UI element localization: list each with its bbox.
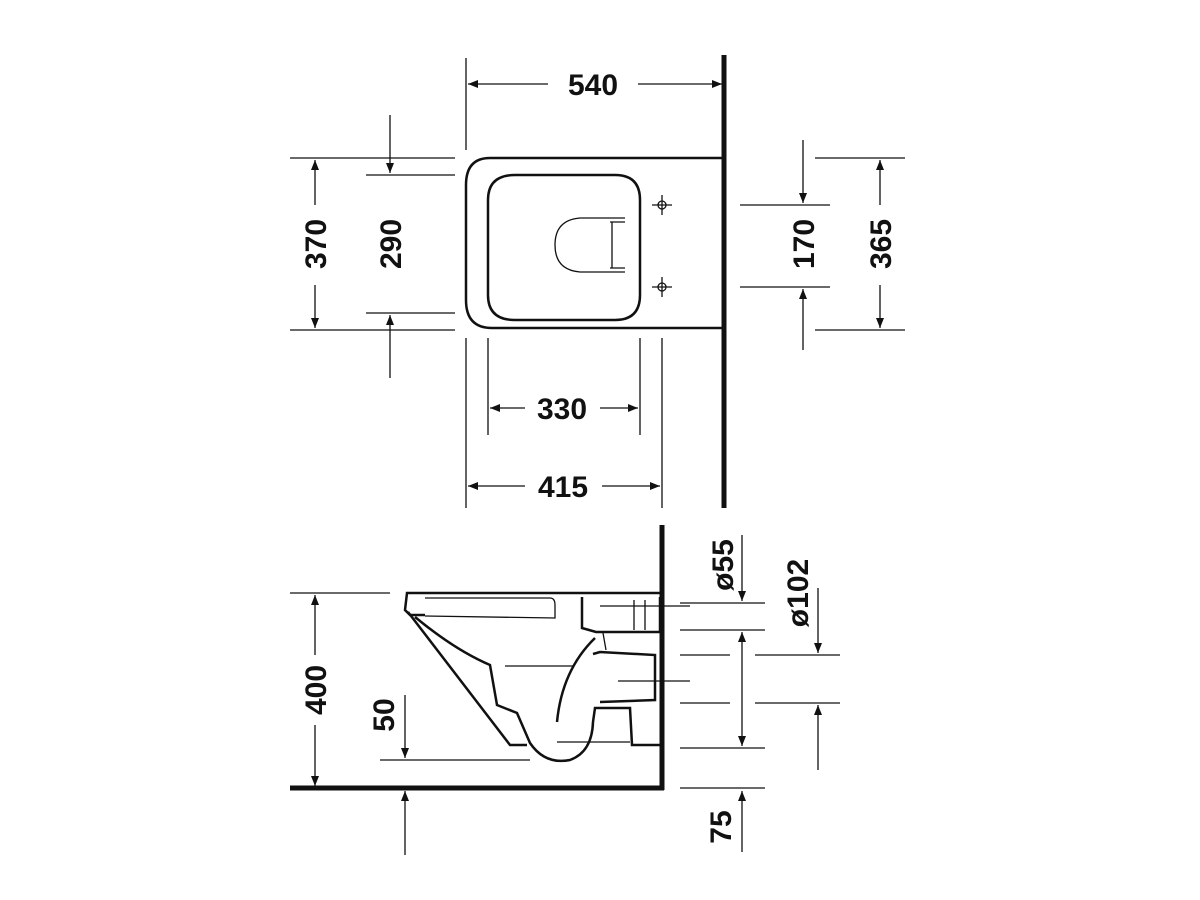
- dim-415: 415: [538, 471, 588, 504]
- flush-rim: [610, 221, 625, 269]
- dim-330: 330: [537, 393, 587, 426]
- fixing-hole-icon: [652, 277, 672, 297]
- dim-d55: ø55: [707, 539, 740, 591]
- fixing-hole-icon: [652, 195, 672, 215]
- seat-outline: [464, 156, 724, 330]
- dim-50: 50: [368, 698, 401, 731]
- dim-540: 540: [568, 69, 618, 102]
- dim-365: 365: [865, 219, 898, 269]
- toilet-profile: [403, 591, 690, 763]
- bowl-outline: [486, 173, 642, 322]
- dim-290: 290: [375, 219, 408, 269]
- side-view: 400 50 ø55 ø102 75: [290, 525, 840, 855]
- dim-d102: ø102: [782, 559, 815, 627]
- dim-400: 400: [300, 665, 333, 715]
- top-view: 540 370 290 170 365 330: [290, 55, 905, 508]
- dim-75: 75: [705, 810, 738, 843]
- bowl-opening: [554, 217, 625, 273]
- dim-370: 370: [300, 219, 333, 269]
- dim-170: 170: [788, 219, 821, 269]
